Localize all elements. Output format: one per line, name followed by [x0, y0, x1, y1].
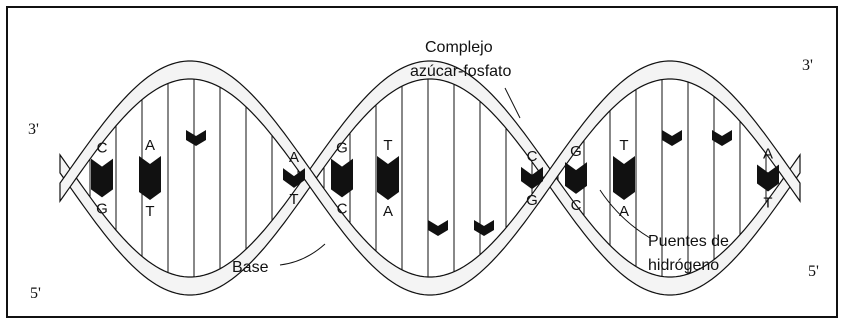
base-pair: TA	[613, 137, 635, 220]
backbone-label-line2: azúcar-fosfato	[410, 63, 511, 80]
base-letter-top: A	[145, 137, 155, 154]
hydrogen-bond-block	[331, 159, 353, 198]
hydrogen-bond-block	[428, 220, 448, 236]
base-letter-top: A	[763, 146, 773, 163]
base-leader-line	[280, 244, 325, 265]
backbone-label-line1: Complejo	[425, 39, 493, 56]
hydrogen-bond-block	[139, 156, 161, 200]
hydrogen-bond-block	[186, 130, 206, 146]
hydrogen-label-line1: Puentes de	[648, 233, 729, 250]
base-letter-bottom: G	[96, 200, 108, 217]
strand-end-right-top: 3'	[802, 57, 813, 74]
hydrogen-bond-block	[377, 156, 399, 200]
base-letter-top: G	[570, 143, 582, 160]
base-letter-top: T	[619, 137, 628, 154]
base-letter-bottom: T	[763, 194, 772, 211]
hydrogen-bond-block	[662, 130, 682, 146]
base-letter-top: G	[336, 140, 348, 157]
rungs-layer	[90, 70, 766, 286]
base-letter-bottom: A	[619, 203, 629, 220]
base-letter-bottom: T	[145, 203, 154, 220]
strand-end-left-bottom: 5'	[30, 285, 41, 302]
base-letter-bottom: A	[383, 203, 393, 220]
base-letter-bottom: C	[337, 200, 348, 217]
strand-end-right-bottom: 5'	[808, 263, 819, 280]
hydrogen-bond-block	[91, 159, 113, 198]
hydrogen-bond-block	[712, 130, 732, 146]
hydrogen-label-line2: hidrógeno	[648, 257, 719, 274]
base-pair: TA	[377, 137, 399, 220]
base-label: Base	[232, 259, 269, 276]
hydrogen-bond-block	[757, 165, 779, 192]
base-letter-top: C	[97, 140, 108, 157]
hydrogen-bond-block	[613, 156, 635, 200]
base-letter-bottom: C	[571, 197, 582, 214]
base-letter-bottom: T	[289, 191, 298, 208]
base-letter-top: T	[383, 137, 392, 154]
hydrogen-bond-block	[474, 220, 494, 236]
strand-end-left-top: 3'	[28, 121, 39, 138]
base-letter-top: A	[289, 149, 299, 166]
base-letter-bottom: G	[526, 192, 538, 209]
base-letter-top: C	[527, 148, 538, 165]
